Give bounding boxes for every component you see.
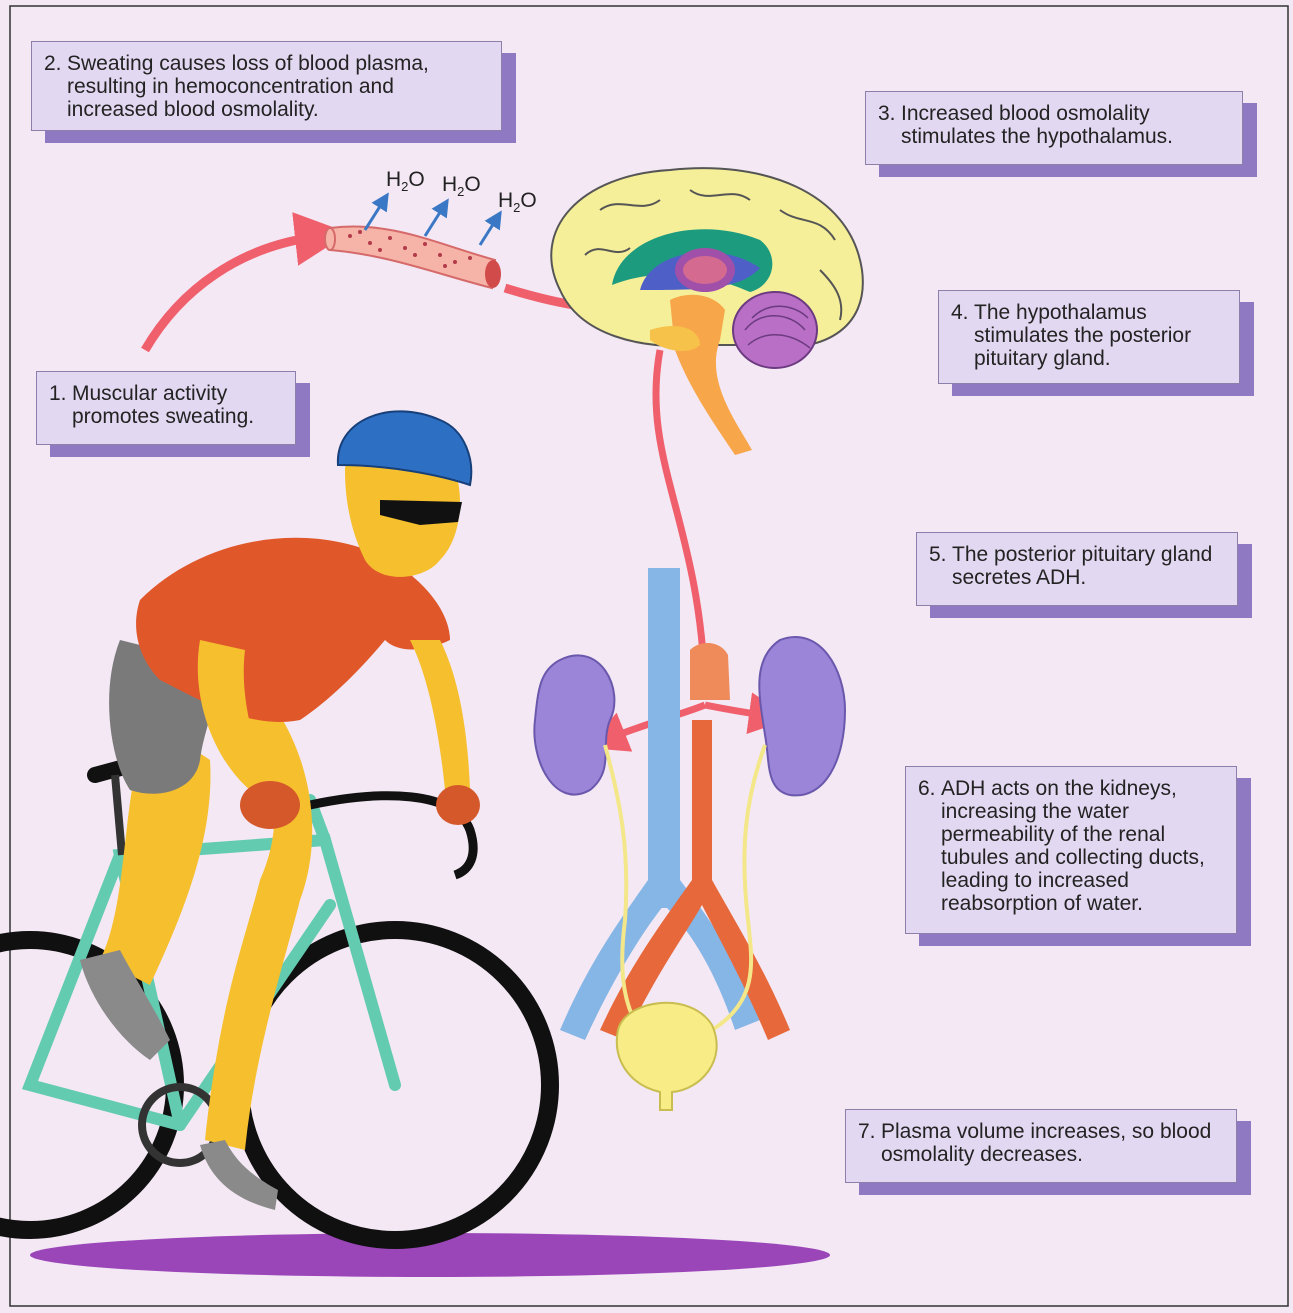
step-1-box: 1. Muscular activity promotes sweating. (36, 371, 296, 445)
step-number: 7. (858, 1120, 876, 1143)
step-number: 4. (951, 301, 969, 324)
step-number: 3. (878, 102, 896, 125)
water-label-text: O (464, 173, 480, 196)
step-number: 6. (918, 777, 936, 800)
step-text: The hypothalamus stimulates the posterio… (953, 301, 1225, 370)
step-2-box: 2. Sweating causes loss of blood plasma,… (31, 41, 502, 131)
step-5-box: 5. The posterior pituitary gland secrete… (916, 532, 1238, 606)
step-number: 1. (49, 382, 67, 405)
water-label-text: H (442, 173, 457, 196)
step-6-box: 6. ADH acts on the kidneys, increasing t… (905, 766, 1237, 934)
water-label-text: H (498, 189, 513, 212)
step-text: Muscular activity promotes sweating. (51, 382, 281, 428)
water-label-text: H (386, 168, 401, 191)
step-text: ADH acts on the kidneys, increasing the … (920, 777, 1222, 915)
step-text: Sweating causes loss of blood plasma, re… (46, 52, 487, 121)
step-7-box: 7. Plasma volume increases, so blood osm… (845, 1109, 1237, 1183)
step-number: 5. (929, 543, 947, 566)
step-text: Increased blood osmolality stimulates th… (880, 102, 1228, 148)
water-label-text: O (520, 189, 536, 212)
water-label-1: H2O (386, 168, 425, 194)
step-3-box: 3. Increased blood osmolality stimulates… (865, 91, 1243, 165)
step-text: The posterior pituitary gland secretes A… (931, 543, 1223, 589)
water-label-2: H2O (442, 173, 481, 199)
step-4-box: 4. The hypothalamus stimulates the poste… (938, 290, 1240, 384)
water-label-3: H2O (498, 189, 537, 215)
water-label-text: O (408, 168, 424, 191)
step-number: 2. (44, 52, 62, 75)
step-text: Plasma volume increases, so blood osmola… (860, 1120, 1222, 1166)
